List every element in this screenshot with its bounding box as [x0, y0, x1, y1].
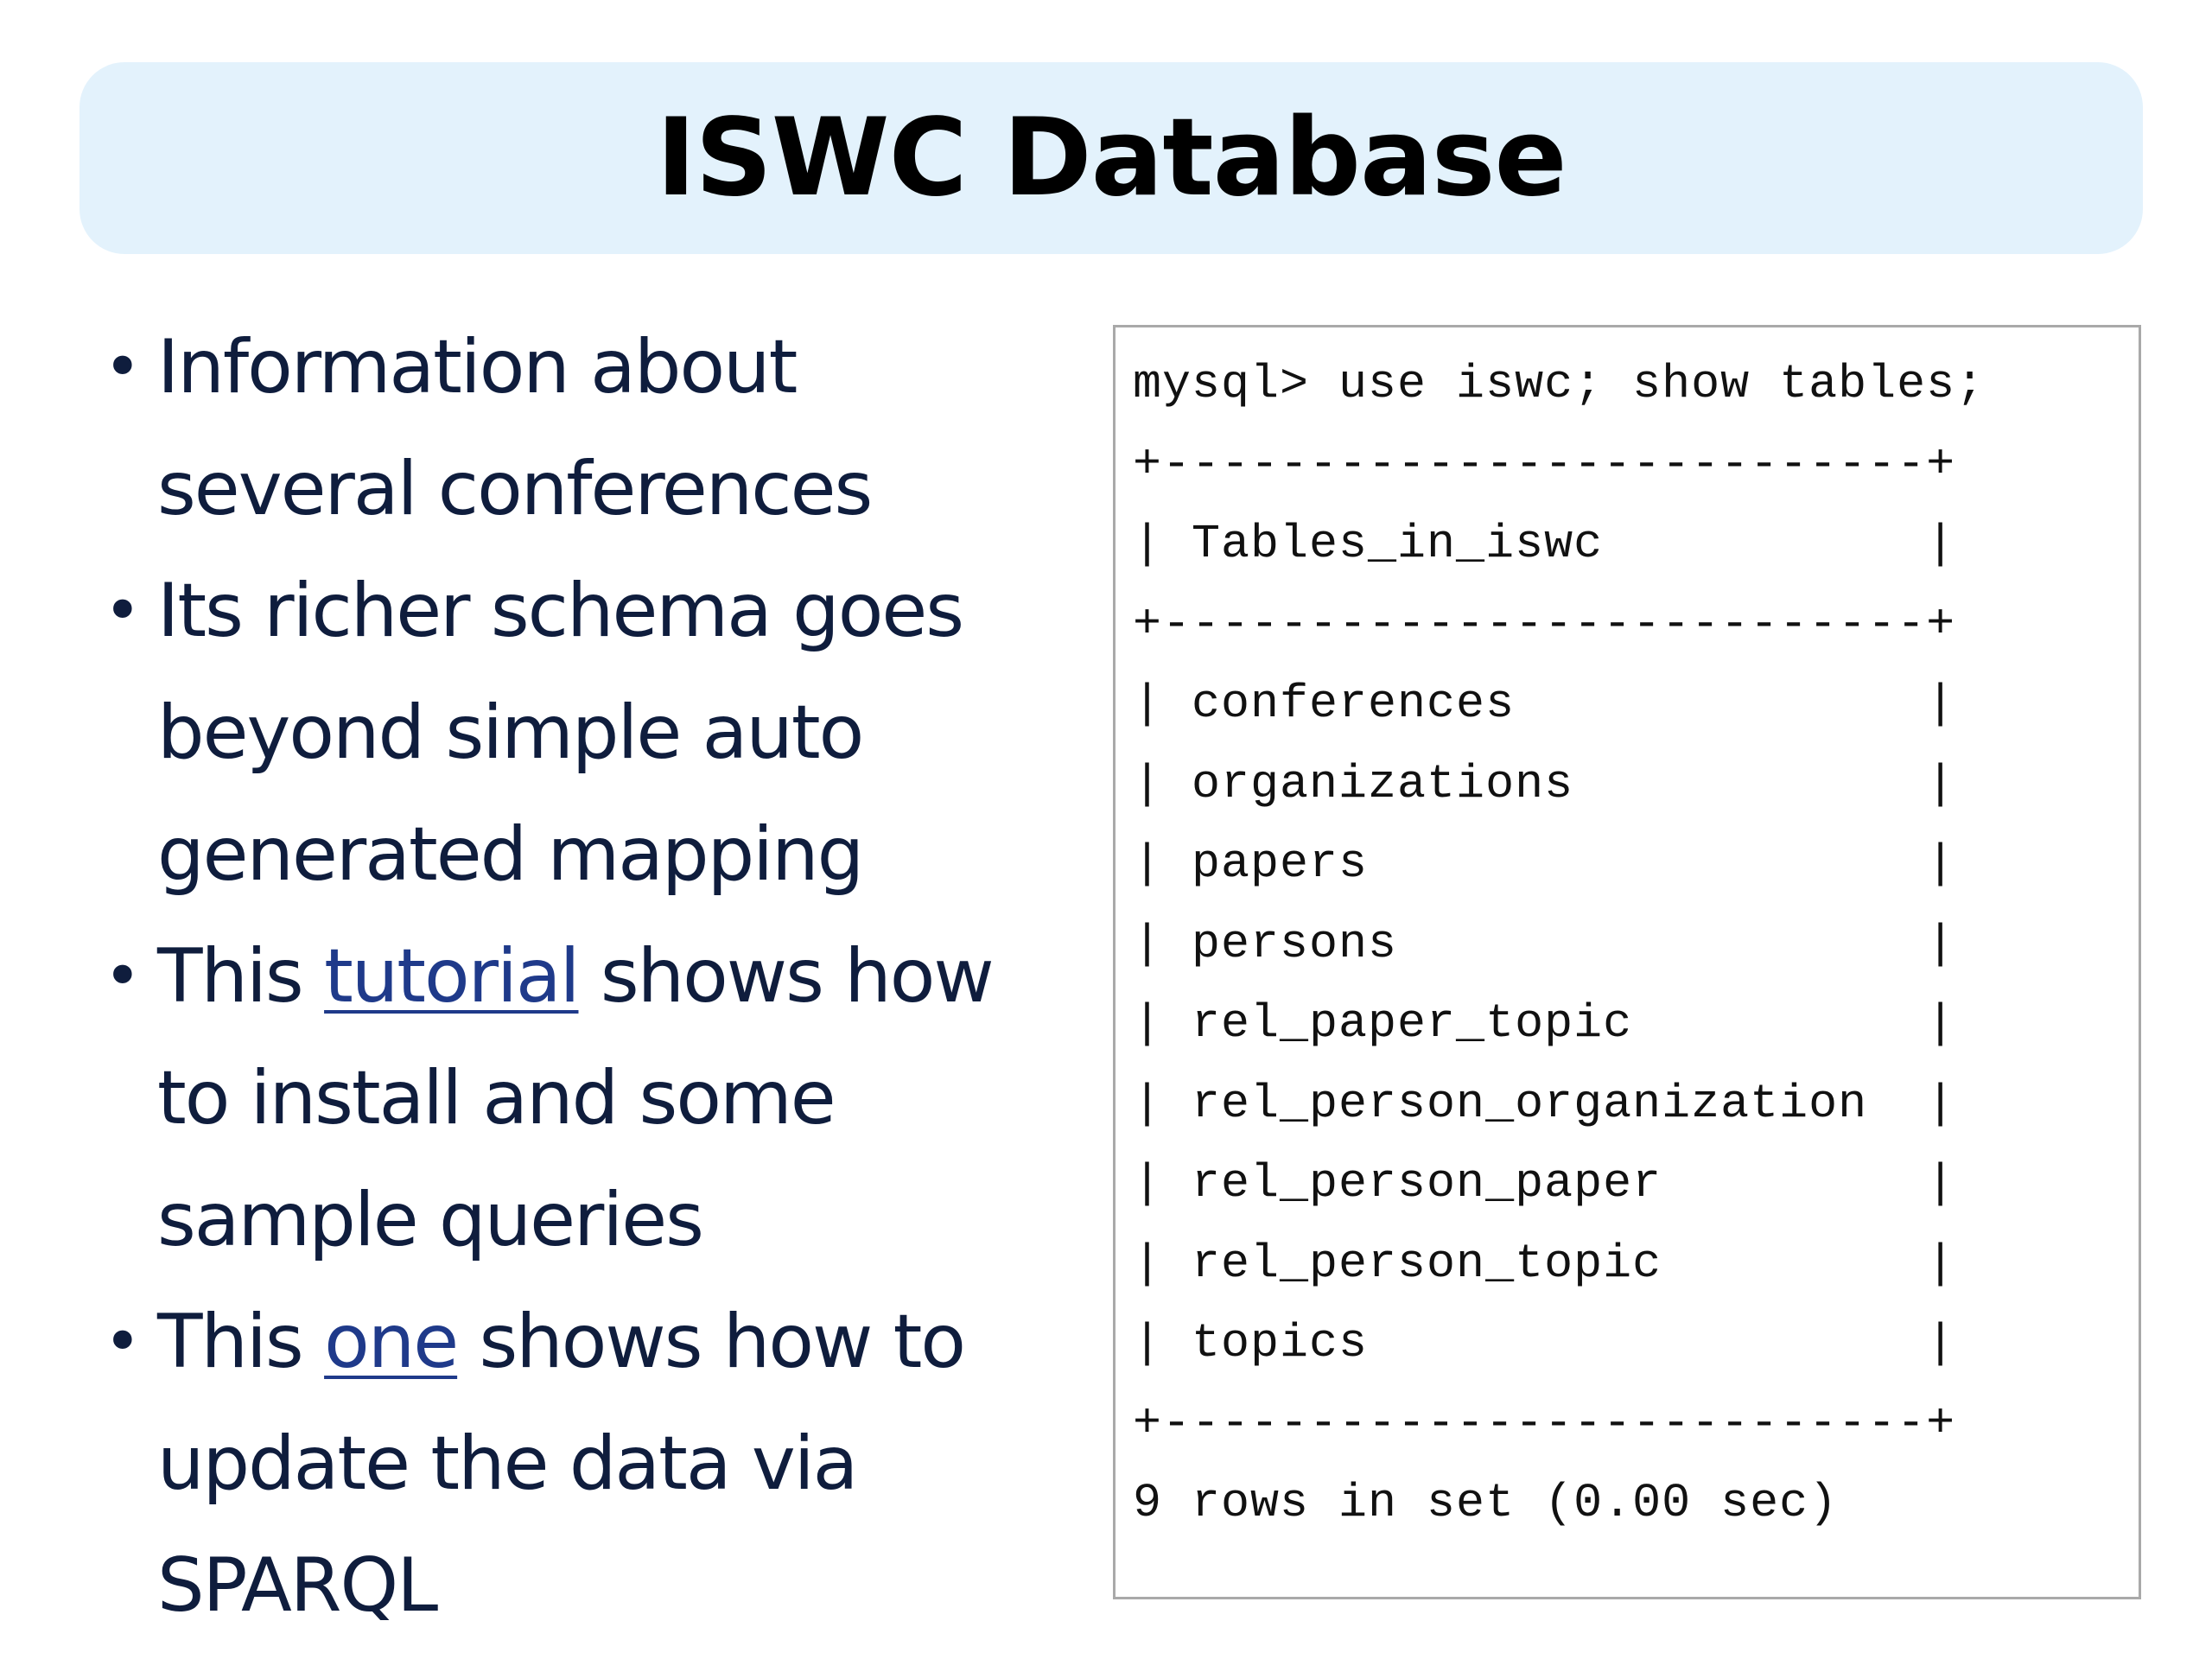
bullet-line: to install and some [157, 1038, 1082, 1160]
terminal-line: | Tables_in_iswc | [1133, 517, 1956, 571]
bullet-item: •Its richer schema goes beyond simple aut… [97, 550, 1082, 916]
terminal-line: mysql> use iswc; show tables; [1133, 357, 1986, 411]
mysql-terminal-output: mysql> use iswc; show tables; +----------… [1113, 325, 2141, 1599]
title-banner: ISWC Database [79, 62, 2143, 254]
bullet-item: •This tutorial shows how to install and s… [97, 916, 1082, 1281]
bullet-line: update the data via [157, 1403, 1082, 1525]
terminal-line: +--------------------------+ [1133, 436, 1956, 492]
terminal-line: | rel_person_paper | [1133, 1156, 1956, 1211]
bullet-text: update the data via [157, 1421, 858, 1507]
bullet-text: sample queries [157, 1177, 704, 1263]
bullet-text: several conferences [157, 446, 873, 532]
slide-title: ISWC Database [656, 96, 1567, 220]
terminal-line: | papers | [1133, 836, 1956, 891]
bullet-line: This tutorial shows how [157, 916, 1082, 1038]
link-one[interactable]: one [324, 1299, 459, 1385]
bullet-point-icon: • [104, 1305, 142, 1379]
bullet-text: Its richer schema goes [157, 568, 964, 654]
bullet-line: This one shows how to [157, 1281, 1082, 1403]
bullet-line: Its richer schema goes [157, 550, 1082, 672]
bullet-text: shows how [578, 933, 995, 1020]
bullet-point-icon: • [104, 939, 142, 1014]
bullet-line: SPARQL [157, 1525, 1082, 1647]
bullet-line: sample queries [157, 1160, 1082, 1281]
terminal-line: | conferences | [1133, 677, 1956, 731]
bullet-item: •Information about several conferences [97, 307, 1082, 550]
link-tutorial[interactable]: tutorial [324, 933, 580, 1020]
bullet-text: generated mapping [157, 811, 864, 898]
bullet-text: shows how to [457, 1299, 966, 1385]
bullet-point-icon: • [104, 330, 142, 404]
terminal-line: | rel_person_topic | [1133, 1236, 1956, 1291]
terminal-line: | rel_person_organization | [1133, 1076, 1956, 1131]
bullet-text: beyond simple auto [157, 690, 864, 776]
terminal-line: | persons | [1133, 916, 1956, 971]
bullet-text: This [157, 1299, 325, 1385]
bullet-text: Information about [157, 324, 798, 410]
terminal-line: | rel_paper_topic | [1133, 996, 1956, 1051]
bullet-point-icon: • [104, 574, 142, 648]
bullet-line: generated mapping [157, 794, 1082, 916]
bullet-text: SPARQL [157, 1542, 438, 1629]
terminal-line: +--------------------------+ [1133, 596, 1956, 652]
bullet-line: Information about [157, 307, 1082, 429]
bullet-text: to install and some [157, 1055, 836, 1141]
terminal-line: | organizations | [1133, 756, 1956, 811]
bullet-line: beyond simple auto [157, 672, 1082, 794]
bullet-line: several conferences [157, 429, 1082, 550]
bullet-text: This [157, 933, 325, 1020]
terminal-line: | topics | [1133, 1316, 1956, 1370]
terminal-line: +--------------------------+ [1133, 1395, 1956, 1451]
bullet-item: •This one shows how to update the data vi… [97, 1281, 1082, 1647]
terminal-line: 9 rows in set (0.00 sec) [1133, 1476, 1839, 1530]
